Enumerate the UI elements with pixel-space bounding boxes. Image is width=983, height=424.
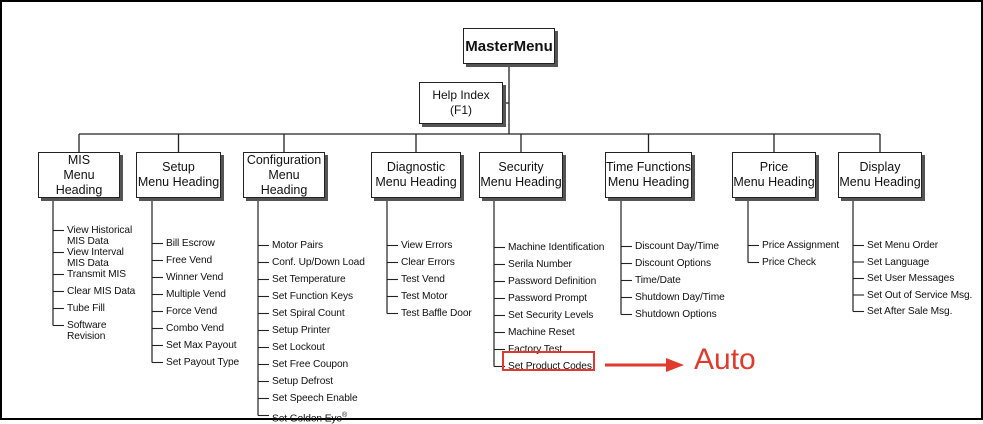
menu-item: View Interval MIS Data — [67, 247, 124, 269]
display-menu-heading: Display Menu Heading — [838, 152, 922, 198]
heading-subtitle: Menu Heading — [839, 175, 921, 189]
mis-menu-heading: MIS Menu Heading — [38, 152, 120, 198]
heading-title: Setup — [162, 160, 195, 174]
menu-item: Set Product Codes — [508, 361, 592, 372]
auto-annotation: Auto — [694, 343, 756, 376]
heading-subtitle: Menu Heading — [733, 175, 815, 189]
configuration-menu-heading: Configuration Menu Heading — [243, 152, 325, 198]
menu-item: Clear MIS Data — [67, 286, 136, 297]
menu-item: Factory Test — [508, 344, 563, 355]
menu-item: Setup Printer — [272, 325, 331, 336]
menu-item: Set Lockout — [272, 342, 325, 353]
menu-item: Set Language — [867, 256, 930, 268]
menu-item: Discount Day/Time — [635, 241, 719, 252]
diagnostic-menu-heading: Diagnostic Menu Heading — [371, 152, 461, 198]
menu-item: Tube Fill — [67, 303, 105, 314]
menu-item: Serila Number — [508, 259, 572, 270]
master-menu-label: MasterMenu — [465, 37, 553, 55]
product-codes-highlight — [502, 351, 595, 371]
menu-item: Multiple Vend — [166, 289, 226, 300]
menu-item: Set Free Coupon — [272, 359, 349, 370]
menu-item: Set After Sale Msg. — [867, 306, 953, 317]
menu-item: Test Baffle Door — [401, 308, 472, 319]
menu-item: Password Prompt — [508, 293, 587, 304]
menu-item: Free Vend — [166, 255, 213, 266]
menu-item: Motor Pairs — [272, 240, 323, 251]
menu-item: Set Out of Service Msg. — [867, 289, 973, 301]
heading-subtitle: Menu Heading — [260, 167, 308, 197]
menu-item: Transmit MIS — [67, 269, 126, 280]
heading-title: MIS — [67, 152, 91, 167]
heading-title: Configuration — [246, 152, 322, 167]
master-menu-box: MasterMenu — [463, 28, 555, 64]
menu-item: Discount Options — [635, 258, 711, 269]
menu-item: Combo Vend — [166, 323, 224, 334]
menu-item: Clear Errors — [401, 257, 455, 268]
menu-item: Shutdown Options — [635, 309, 717, 320]
menu-item: Set Speech Enable — [272, 393, 358, 404]
heading-subtitle: Menu Heading — [55, 167, 103, 197]
menu-item: Password Definition — [508, 276, 597, 287]
menu-item: Machine Identification — [508, 242, 605, 253]
menu-item: Price Assignment — [762, 240, 840, 251]
menu-item: Set Payout Type — [166, 357, 240, 368]
help-index-label: Help Index (F1) — [432, 88, 490, 117]
setup-menu-heading: Setup Menu Heading — [136, 152, 221, 198]
menu-item: Setup Defrost — [272, 376, 333, 387]
heading-subtitle: Menu Heading — [607, 175, 690, 189]
menu-item: Set Max Payout — [166, 340, 237, 351]
help-index-box: Help Index (F1) — [419, 82, 503, 124]
heading-title: Price — [759, 160, 789, 174]
menu-item: Machine Reset — [508, 327, 575, 338]
heading-subtitle: Menu Heading — [137, 175, 220, 189]
heading-title: Display — [859, 160, 901, 174]
menu-item: Conf. Up/Down Load — [272, 257, 365, 268]
menu-item: Time/Date — [635, 275, 681, 286]
menu-item: Shutdown Day/Time — [635, 292, 725, 303]
heading-title: Security — [498, 160, 544, 174]
menu-item: Test Vend — [401, 274, 445, 285]
menu-item: Test Motor — [401, 291, 448, 302]
menu-item: Software Revision — [67, 320, 107, 342]
heading-title: Diagnostic — [386, 160, 446, 174]
registered-mark: ® — [341, 412, 348, 419]
menu-item: Price Check — [762, 257, 816, 268]
menu-item: View Historical MIS Data — [67, 225, 133, 247]
menu-item: Set Function Keys — [272, 291, 353, 302]
price-menu-heading: Price Menu Heading — [732, 152, 816, 198]
menu-item: Set User Messages — [867, 273, 955, 284]
time-functions-menu-heading: Time Functions Menu Heading — [605, 152, 692, 198]
heading-subtitle: Menu Heading — [375, 175, 457, 189]
heading-subtitle: Menu Heading — [480, 175, 562, 189]
menu-item: Winner Vend — [166, 272, 224, 283]
menu-item: Set Golden Eye® — [272, 412, 348, 424]
menu-item: Set Security Levels — [508, 310, 594, 321]
arrow-head — [666, 358, 684, 372]
menu-item: Set Spiral Count — [272, 308, 345, 319]
security-menu-heading: Security Menu Heading — [479, 152, 563, 198]
menu-item: Force Vend — [166, 306, 218, 317]
menu-item: Set Menu Order — [867, 240, 939, 251]
heading-title: Time Functions — [606, 160, 691, 174]
menu-item: Bill Escrow — [166, 238, 215, 249]
menu-item: View Errors — [401, 240, 453, 251]
menu-item: Set Temperature — [272, 274, 346, 285]
